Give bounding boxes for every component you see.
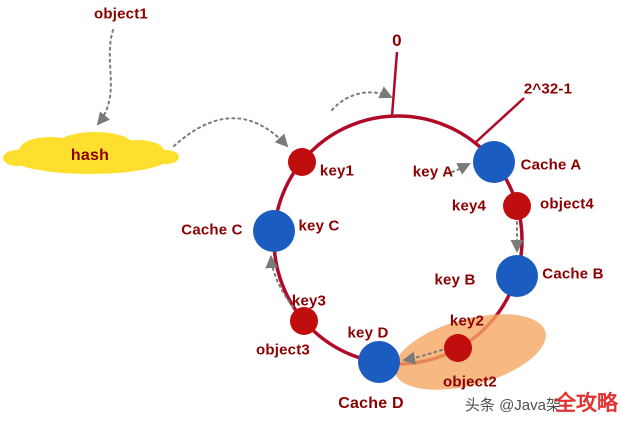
label-key-b: key B [434,271,476,289]
label-object3: object3 [256,341,310,359]
label-object2: object2 [443,373,497,391]
arrow-keyA-to-cacheA [451,163,471,175]
watermark-red-text: 全攻略 [555,392,618,415]
key1-node [288,148,316,176]
cache-a-node [473,141,515,183]
cache-nodes [253,141,538,383]
key3-node [290,307,318,335]
label-cache-a: Cache A [520,156,582,174]
max-pointer-line [475,97,525,143]
label-key4: key4 [451,197,487,215]
label-key-a: key A [412,163,454,181]
label-ring-start: 0 [392,31,402,50]
label-cache-d: Cache D [338,395,404,412]
label-cache-c: Cache C [181,221,243,239]
label-key-c: key C [298,217,340,235]
label-key1: key1 [319,162,355,180]
cache-d-node [358,341,400,383]
label-hash: hash [70,147,110,164]
arrow-key2-to-cacheD [402,349,443,365]
label-key3: key3 [291,292,327,310]
mapping-arrows [96,29,524,365]
label-object1: object1 [94,5,148,23]
label-cache-b: Cache B [542,265,604,283]
arrow-hash-to-key1 [173,117,289,148]
watermark-gray-text: 头条 @Java架 [464,397,561,414]
arrow-key3-to-cacheC [265,255,294,308]
key4-node [503,192,531,220]
watermark: 头条 @Java架 全攻略 [465,387,618,417]
zero-pointer-line [390,51,399,117]
label-key-d: key D [347,324,389,342]
label-key2: key2 [449,312,485,330]
label-object4: object4 [540,195,594,213]
label-ring-max: 2^32-1 [523,80,573,98]
cache-b-node [496,255,538,297]
hash-cloud [3,132,179,174]
arrow-object1-to-hash [96,29,114,126]
cache-c-node [253,210,295,252]
arrow-clockwise-top [331,86,393,111]
key-nodes [288,148,531,362]
key2-node [444,334,472,362]
